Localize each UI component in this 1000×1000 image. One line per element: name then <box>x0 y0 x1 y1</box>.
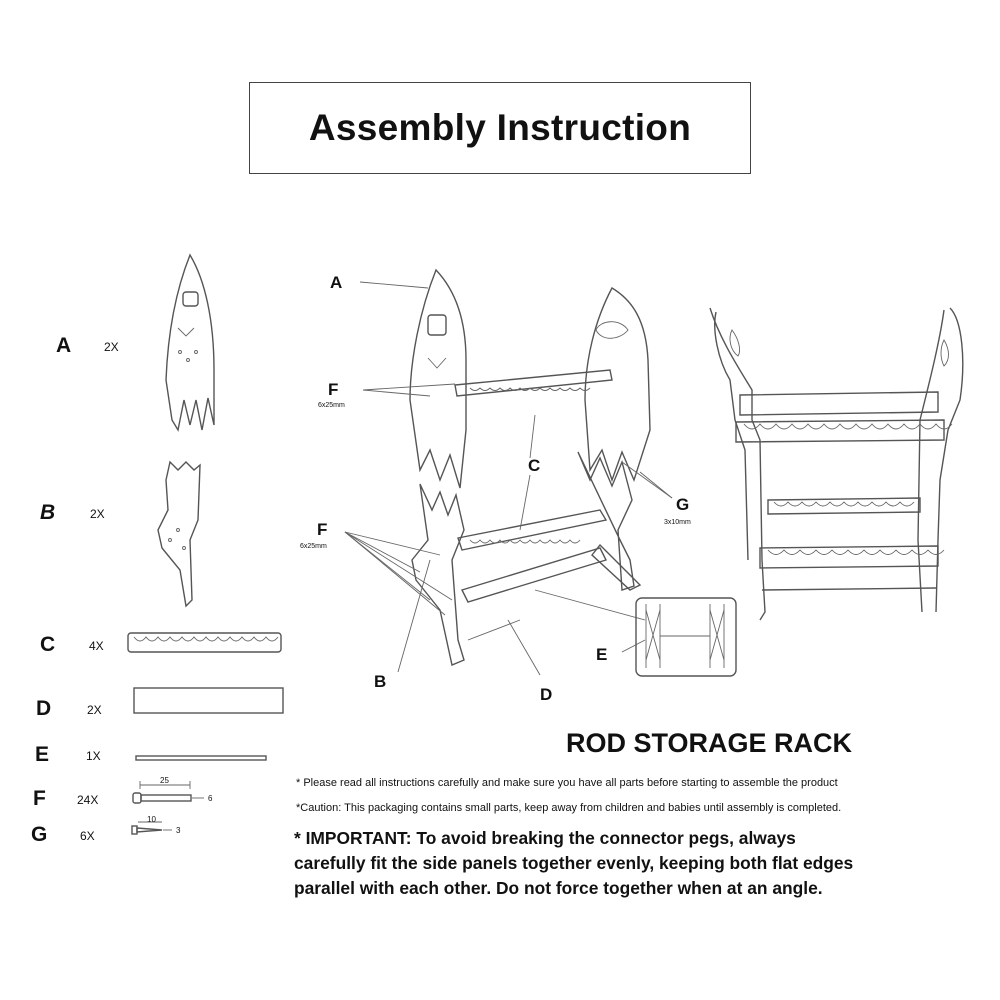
part-a-drawing <box>165 253 215 432</box>
spec-f-upper: 6x25mm <box>318 402 345 409</box>
page-title: Assembly Instruction <box>308 107 692 148</box>
part-d-qty: 2X <box>87 703 102 717</box>
part-d-letter: D <box>36 697 52 720</box>
callout-f-upper: F <box>328 380 339 399</box>
note-read-instructions: * Please read all instructions carefully… <box>296 777 838 789</box>
dim-f-length: 25 <box>160 776 169 785</box>
part-e-qty: 1X <box>86 749 101 763</box>
callout-f-lower: F <box>317 520 328 539</box>
callout-b: B <box>374 672 387 691</box>
part-g-drawing <box>131 821 172 835</box>
callout-d: D <box>540 685 553 704</box>
part-g-qty: 6X <box>80 829 95 843</box>
part-b-letter: B <box>40 501 56 524</box>
important-notice: * IMPORTANT: To avoid breaking the conne… <box>294 826 914 901</box>
spec-g: 3x10mm <box>664 519 691 526</box>
part-b-drawing <box>157 460 201 608</box>
dim-f-diameter: 6 <box>208 794 213 803</box>
exploded-assembly <box>344 268 737 677</box>
callout-c: C <box>528 456 541 475</box>
product-title: ROD STORAGE RACK <box>566 728 853 758</box>
part-a-qty: 2X <box>104 340 119 354</box>
part-g-letter: G <box>31 823 48 846</box>
part-a-letter: A <box>56 334 72 357</box>
callout-g: G <box>676 495 690 514</box>
important-line-2: carefully fit the side panels together e… <box>294 853 854 873</box>
dim-g-length: 10 <box>147 815 156 824</box>
part-f-letter: F <box>33 787 46 810</box>
dim-g-diameter: 3 <box>176 826 181 835</box>
assembled-rack <box>709 307 964 621</box>
important-line-1: * IMPORTANT: To avoid breaking the conne… <box>294 828 796 848</box>
callout-a: A <box>330 273 343 292</box>
part-e-drawing <box>135 755 267 761</box>
part-f-drawing <box>132 781 204 804</box>
title-box: Assembly Instruction <box>249 82 751 174</box>
part-e-letter: E <box>35 743 50 766</box>
part-b-qty: 2X <box>90 507 105 521</box>
important-line-3: parallel with each other. Do not force t… <box>294 878 823 898</box>
part-f-qty: 24X <box>77 793 99 807</box>
part-d-drawing <box>133 687 284 714</box>
spec-f-lower: 6x25mm <box>300 543 327 550</box>
callout-e: E <box>596 645 608 664</box>
part-c-letter: C <box>40 633 56 656</box>
part-c-qty: 4X <box>89 639 104 653</box>
part-c-drawing <box>127 632 282 653</box>
note-caution: *Caution: This packaging contains small … <box>296 802 842 814</box>
